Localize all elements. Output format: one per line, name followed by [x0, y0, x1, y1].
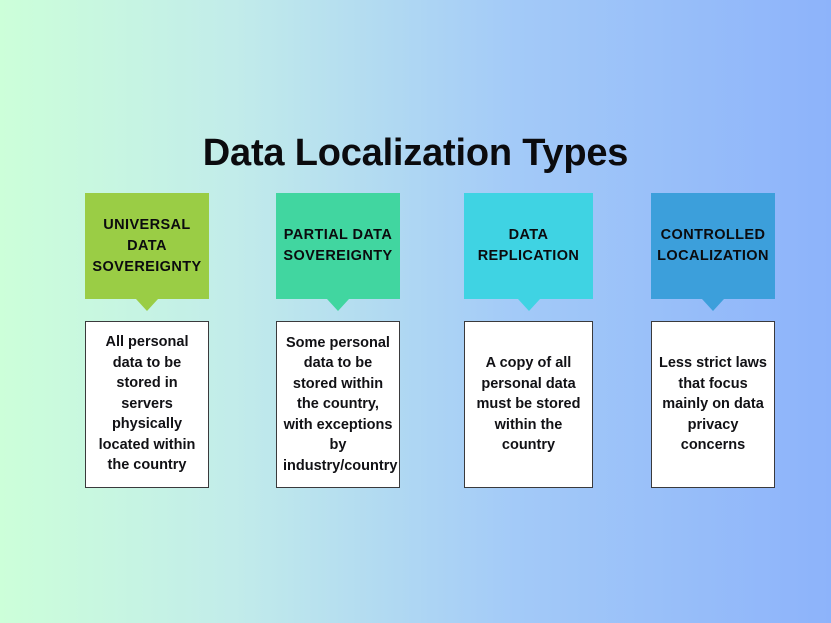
type-header-label: UNIVERSAL DATA SOVEREIGNTY — [92, 216, 202, 275]
type-header-box-universal-data-sovereignty[interactable]: UNIVERSAL DATA SOVEREIGNTY — [85, 193, 209, 311]
type-description-card: A copy of all personal data must be stor… — [464, 321, 593, 488]
type-header-box-partial-data-sovereignty[interactable]: PARTIAL DATA SOVEREIGNTY — [276, 193, 400, 311]
localization-type-column: UNIVERSAL DATA SOVEREIGNTY All personal … — [85, 193, 209, 488]
type-description-card: All personal data to be stored in server… — [85, 321, 209, 488]
type-header-label: CONTROLLED LOCALIZATION — [657, 227, 769, 264]
page-title: Data Localization Types — [202, 132, 629, 174]
type-description-text: A copy of all personal data must be stor… — [476, 355, 581, 454]
type-description-card: Some personal data to be stored within t… — [276, 321, 400, 488]
type-description-text: All personal data to be stored in server… — [98, 334, 196, 473]
type-description-card: Less strict laws that focus mainly on da… — [651, 321, 775, 488]
pointer-triangle-icon — [136, 299, 158, 311]
pointer-triangle-icon — [327, 299, 349, 311]
localization-type-column: DATA REPLICATION A copy of all personal … — [464, 193, 593, 488]
type-description-text: Less strict laws that focus mainly on da… — [659, 355, 767, 454]
localization-type-column: CONTROLLED LOCALIZATION Less strict laws… — [651, 193, 775, 488]
localization-types-row: UNIVERSAL DATA SOVEREIGNTY All personal … — [0, 193, 831, 493]
pointer-triangle-icon — [702, 299, 724, 311]
type-header-box-data-replication[interactable]: DATA REPLICATION — [464, 193, 593, 311]
type-description-text: Some personal data to be stored within t… — [283, 334, 398, 474]
type-header-box-controlled-localization[interactable]: CONTROLLED LOCALIZATION — [651, 193, 775, 311]
type-header-label: DATA REPLICATION — [477, 227, 580, 264]
pointer-triangle-icon — [517, 299, 540, 311]
localization-type-column: PARTIAL DATA SOVEREIGNTY Some personal d… — [276, 193, 400, 488]
type-header-label: PARTIAL DATA SOVEREIGNTY — [283, 227, 393, 264]
